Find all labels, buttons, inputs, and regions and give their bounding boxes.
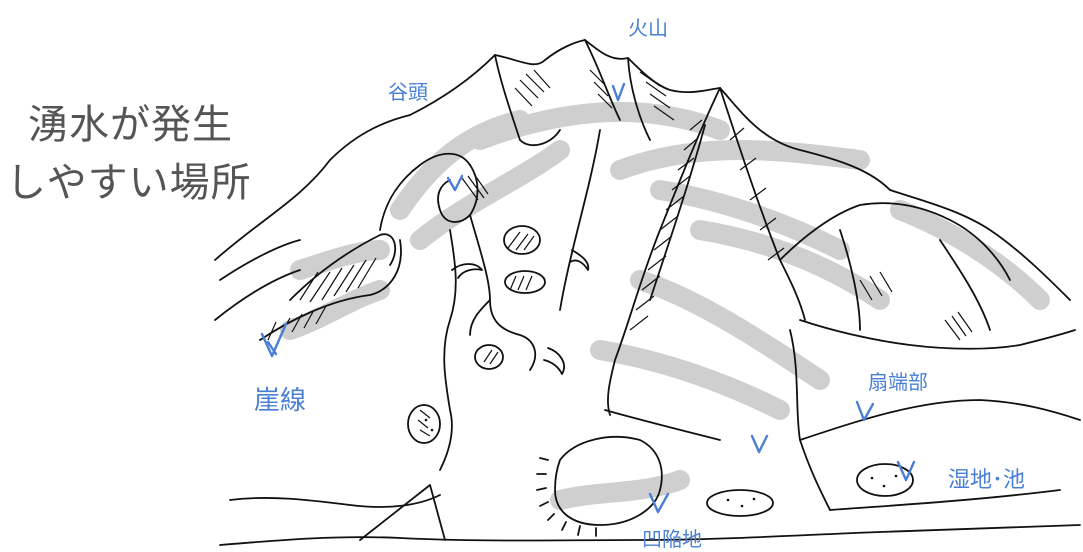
title-line-1: 湧水が発生	[28, 92, 233, 150]
label-valley-head: 谷頭	[388, 76, 428, 105]
shading-strokes	[290, 112, 1040, 500]
label-wetland-pond: 湿地･池	[948, 462, 1025, 494]
title-line-2: しやすい場所	[6, 150, 252, 208]
label-fan-end: 扇端部	[868, 366, 928, 395]
label-cliff-line: 崖線	[254, 380, 306, 417]
label-volcano: 火山	[628, 12, 668, 41]
label-depression: 凹陥地	[642, 523, 702, 552]
